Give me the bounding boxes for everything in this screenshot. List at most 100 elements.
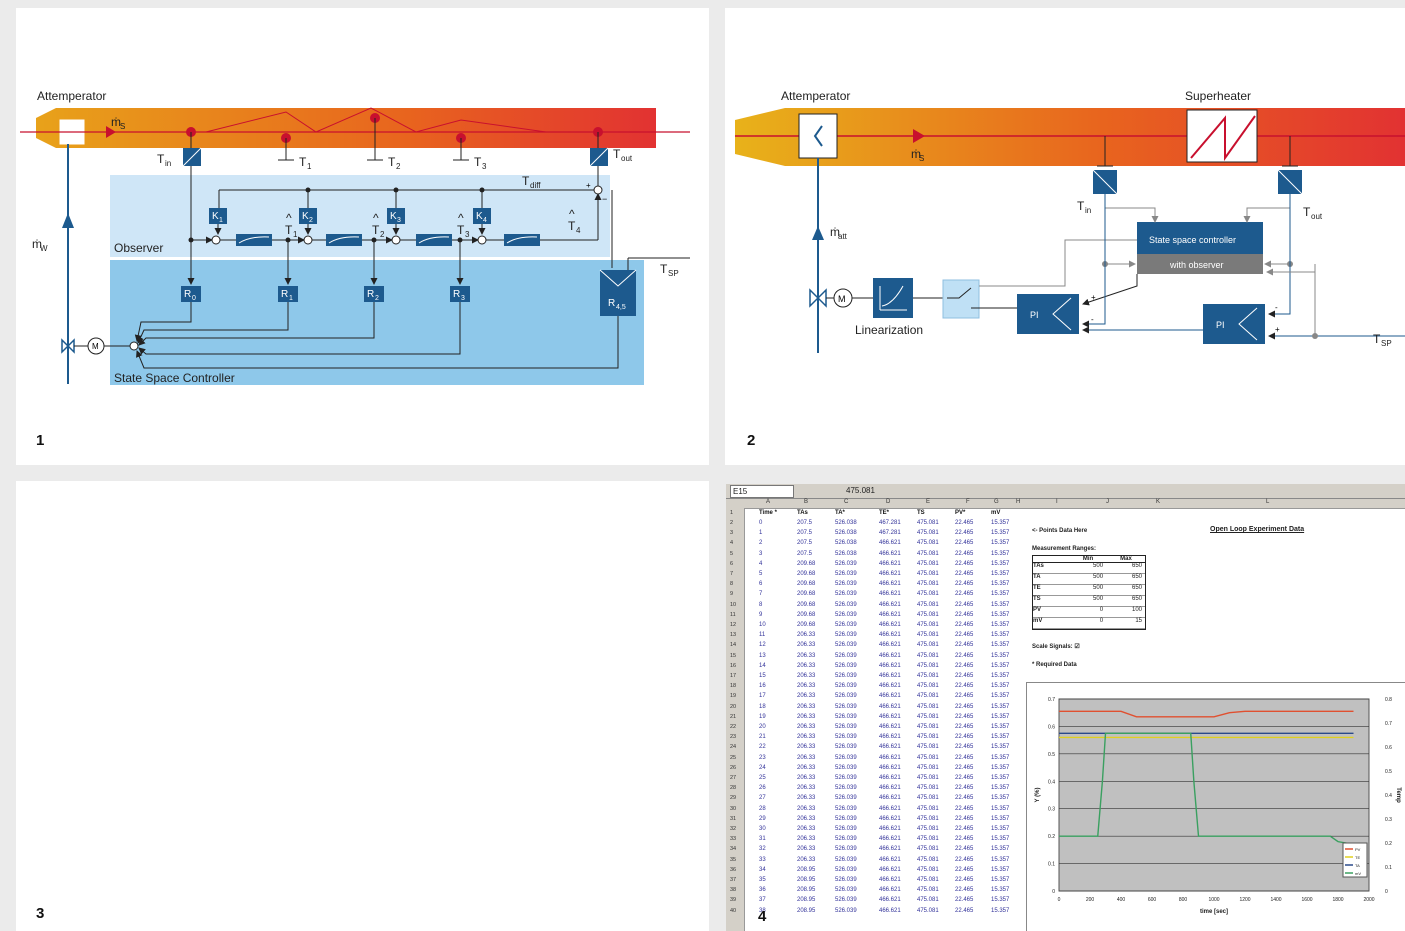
column-letter[interactable]: E <box>926 499 931 505</box>
grid-cell[interactable]: 22.465 <box>955 683 974 690</box>
grid-cell[interactable]: mV <box>991 510 1001 516</box>
grid-cell[interactable]: 475.081 <box>917 744 939 751</box>
grid-cell[interactable]: 34 <box>759 866 766 873</box>
grid-cell[interactable]: 526.039 <box>835 581 857 588</box>
grid-cell[interactable]: 22.465 <box>955 703 974 710</box>
grid-cell[interactable]: 15.357 <box>991 744 1010 751</box>
grid-cell[interactable]: 22.465 <box>955 662 974 669</box>
grid-cell[interactable]: 36 <box>759 887 766 894</box>
grid-cell[interactable]: 475.081 <box>917 581 939 588</box>
grid-cell[interactable]: 475.081 <box>917 591 939 598</box>
grid-cell[interactable]: 23 <box>759 754 766 761</box>
grid-cell[interactable]: 16 <box>759 683 766 690</box>
grid-cell[interactable]: 475.081 <box>917 897 939 904</box>
grid-cell[interactable]: 206.33 <box>797 856 816 863</box>
grid-cell[interactable]: 466.621 <box>879 652 901 659</box>
grid-cell[interactable]: 15.357 <box>991 836 1010 843</box>
grid-cell[interactable]: 22.465 <box>955 632 974 639</box>
grid-cell[interactable]: 466.621 <box>879 560 901 567</box>
grid-cell[interactable]: 11 <box>759 632 766 639</box>
row-number[interactable]: 35 <box>730 856 737 863</box>
ranges-cell[interactable]: 650 <box>1106 585 1146 595</box>
grid-cell[interactable]: 475.081 <box>917 775 939 781</box>
grid-cell[interactable]: 33 <box>759 856 766 863</box>
grid-cell[interactable]: 5 <box>759 571 763 577</box>
grid-cell[interactable]: 466.621 <box>879 805 901 812</box>
grid-cell[interactable]: 27 <box>759 795 766 802</box>
grid-cell[interactable]: 15.357 <box>991 611 1010 618</box>
grid-cell[interactable]: 526.039 <box>835 560 857 567</box>
grid-cell[interactable]: 22.465 <box>955 805 974 812</box>
row-number[interactable]: 13 <box>730 632 737 639</box>
grid-cell[interactable]: 15.357 <box>991 642 1010 649</box>
column-letter[interactable]: L <box>1266 499 1270 505</box>
grid-cell[interactable]: 206.33 <box>797 744 816 751</box>
grid-cell[interactable]: 475.081 <box>917 601 939 608</box>
grid-cell[interactable]: 526.039 <box>835 632 857 639</box>
grid-cell[interactable]: 18 <box>759 703 766 710</box>
grid-cell[interactable]: 475.081 <box>917 846 939 853</box>
grid-cell[interactable]: 206.33 <box>797 754 816 761</box>
grid-cell[interactable]: 10 <box>759 622 766 628</box>
grid-cell[interactable]: 9 <box>759 611 763 618</box>
grid-cell[interactable]: 15.357 <box>991 571 1010 577</box>
grid-cell[interactable]: 206.33 <box>797 662 816 669</box>
grid-cell[interactable]: PV* <box>955 510 966 516</box>
row-number[interactable]: 19 <box>730 693 737 700</box>
grid-cell[interactable]: 22.465 <box>955 581 974 588</box>
grid-cell[interactable]: 475.081 <box>917 856 939 863</box>
grid-cell[interactable]: 22.465 <box>955 846 974 853</box>
grid-cell[interactable]: 22.465 <box>955 642 974 649</box>
grid-cell[interactable]: 208.95 <box>797 897 816 904</box>
grid-cell[interactable]: 526.039 <box>835 571 857 577</box>
grid-cell[interactable]: 22.465 <box>955 591 974 598</box>
ranges-cell[interactable]: 15 <box>1106 618 1146 628</box>
grid-cell[interactable]: 12 <box>759 642 766 649</box>
row-number[interactable]: 11 <box>730 611 736 618</box>
row-number[interactable]: 24 <box>730 744 737 751</box>
grid-cell[interactable]: 475.081 <box>917 713 939 720</box>
grid-cell[interactable]: 22.465 <box>955 907 974 914</box>
row-number[interactable]: 39 <box>730 897 737 904</box>
grid-cell[interactable]: 206.33 <box>797 713 816 720</box>
grid-cell[interactable]: 22.465 <box>955 887 974 894</box>
grid-cell[interactable]: 466.621 <box>879 795 901 802</box>
grid-cell[interactable]: 475.081 <box>917 734 939 741</box>
row-number[interactable]: 31 <box>730 815 737 822</box>
ranges-cell[interactable]: 0 <box>1067 618 1107 628</box>
grid-cell[interactable]: 526.039 <box>835 601 857 608</box>
grid-cell[interactable]: 475.081 <box>917 826 939 832</box>
grid-cell[interactable]: 526.039 <box>835 673 857 679</box>
grid-cell[interactable]: 15.357 <box>991 662 1010 669</box>
grid-cell[interactable]: 32 <box>759 846 766 853</box>
row-number[interactable]: 37 <box>730 877 737 883</box>
ranges-cell[interactable]: TAs <box>1033 563 1044 569</box>
grid-cell[interactable]: 475.081 <box>917 815 939 822</box>
grid-cell[interactable]: 22.465 <box>955 550 974 557</box>
grid-cell[interactable]: 15.357 <box>991 550 1010 557</box>
grid-cell[interactable]: 466.621 <box>879 713 901 720</box>
grid-cell[interactable]: 209.68 <box>797 560 816 567</box>
grid-cell[interactable]: 526.038 <box>835 550 857 557</box>
grid-cell[interactable]: 466.621 <box>879 693 901 700</box>
row-number[interactable]: 29 <box>730 795 737 802</box>
grid-cell[interactable]: 526.039 <box>835 805 857 812</box>
grid-cell[interactable]: 526.039 <box>835 744 857 751</box>
grid-cell[interactable]: 22.465 <box>955 856 974 863</box>
grid-cell[interactable]: 15.357 <box>991 713 1010 720</box>
grid-cell[interactable]: 15.357 <box>991 622 1010 628</box>
grid-cell[interactable]: 15.357 <box>991 887 1010 894</box>
grid-cell[interactable]: 206.33 <box>797 683 816 690</box>
grid-cell[interactable]: 475.081 <box>917 673 939 679</box>
row-number[interactable]: 23 <box>730 734 737 741</box>
grid-cell[interactable]: 22.465 <box>955 571 974 577</box>
grid-cell[interactable]: 206.33 <box>797 724 816 730</box>
grid-cell[interactable]: 15.357 <box>991 601 1010 608</box>
grid-cell[interactable]: 475.081 <box>917 642 939 649</box>
grid-cell[interactable]: 0 <box>759 520 763 526</box>
grid-cell[interactable]: 22.465 <box>955 611 974 618</box>
row-number[interactable]: 4 <box>730 540 734 547</box>
grid-cell[interactable]: 15.357 <box>991 520 1010 526</box>
grid-cell[interactable]: 466.621 <box>879 907 901 914</box>
grid-cell[interactable]: 526.039 <box>835 907 857 914</box>
